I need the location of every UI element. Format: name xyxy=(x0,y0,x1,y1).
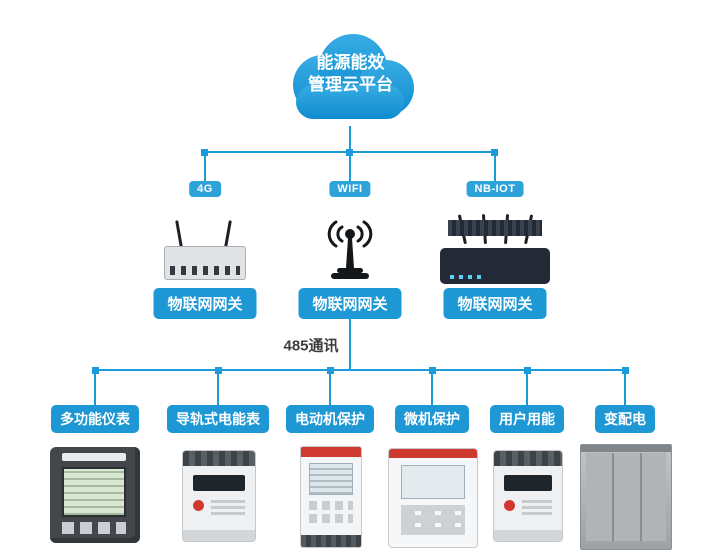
cloud-title: 能源能效 管理云平台 xyxy=(278,52,423,96)
device-label-multifunction-meter: 多功能仪表 xyxy=(51,405,139,433)
junction-node xyxy=(346,149,353,156)
multifunction-meter-image xyxy=(50,447,140,543)
din-rail-meter-image xyxy=(182,450,256,542)
junction-node xyxy=(622,367,629,374)
meter-lcd xyxy=(62,467,126,517)
label-lines xyxy=(522,500,552,515)
label-lines xyxy=(211,500,245,515)
nb-iot-gateway-image xyxy=(438,213,552,284)
terminal-strip xyxy=(301,535,361,547)
cloud-title-line2: 管理云平台 xyxy=(308,75,393,94)
cloud-shape xyxy=(293,34,414,119)
red-button xyxy=(504,500,515,511)
router-fins xyxy=(448,220,542,236)
junction-node xyxy=(327,367,334,374)
device-label-din-rail-meter: 导轨式电能表 xyxy=(167,405,269,433)
bus-protocol-label: 485通讯 xyxy=(283,337,339,355)
junction-node xyxy=(524,367,531,374)
wifi-antenna-icon xyxy=(315,216,385,284)
meter-brand-strip xyxy=(62,453,126,461)
device-bus-line xyxy=(94,369,626,371)
device-lcd xyxy=(401,465,465,499)
din-clip xyxy=(494,530,562,541)
device-label-user-energy: 用户用能 xyxy=(490,405,564,433)
drop-line-4g xyxy=(204,153,206,196)
din-clip xyxy=(183,530,255,541)
cabinet-top-band xyxy=(581,445,671,452)
gateway-label-3: 物联网网关 xyxy=(443,288,547,319)
link-pill-nbiot: NB-IOT xyxy=(466,181,524,197)
router-leds xyxy=(450,275,482,279)
device-drop-line xyxy=(217,371,219,405)
brand-stripe xyxy=(301,447,361,457)
microcomputer-protection-image xyxy=(388,448,478,548)
junction-node xyxy=(491,149,498,156)
device-drop-line xyxy=(624,371,626,405)
gateway-label-1: 物联网网关 xyxy=(153,288,257,319)
link-pill-wifi: WIFI xyxy=(329,181,371,197)
red-button xyxy=(193,500,204,511)
brand-stripe xyxy=(389,449,477,458)
terminal-strip xyxy=(494,451,562,466)
device-label-power-distribution: 变配电 xyxy=(595,405,655,433)
gateway-to-bus-line xyxy=(349,317,351,371)
link-pill-4g: 4G xyxy=(189,181,221,197)
junction-node xyxy=(92,367,99,374)
cloud-title-line1: 能源能效 xyxy=(316,53,385,72)
meter-buttons xyxy=(62,522,126,534)
device-label-microcomputer-protection: 微机保护 xyxy=(395,405,469,433)
meter-lcd xyxy=(504,475,552,491)
cabinet-doors xyxy=(586,453,666,541)
keypad-grid xyxy=(401,505,465,535)
device-lcd xyxy=(309,463,353,495)
power-distribution-cabinet-image xyxy=(580,444,672,550)
user-energy-meter-image xyxy=(493,450,563,542)
antenna-glyph xyxy=(327,220,373,279)
device-drop-line xyxy=(329,371,331,405)
junction-node xyxy=(429,367,436,374)
4g-gateway-image xyxy=(160,220,250,284)
device-drop-line xyxy=(431,371,433,405)
device-drop-line xyxy=(526,371,528,405)
cloud-icon xyxy=(278,30,423,130)
device-drop-line xyxy=(94,371,96,405)
antenna-icon xyxy=(224,220,232,249)
keypad-row xyxy=(309,514,353,523)
device-label-motor-protection: 电动机保护 xyxy=(286,405,374,433)
gateway-label-2: 物联网网关 xyxy=(298,288,402,319)
meter-lcd xyxy=(193,475,245,491)
terminal-strip xyxy=(183,451,255,466)
router-ports xyxy=(170,266,240,275)
junction-node xyxy=(201,149,208,156)
keypad-row xyxy=(309,501,353,510)
drop-line-nbiot xyxy=(494,153,496,196)
drop-line-wifi xyxy=(349,153,351,196)
junction-node xyxy=(215,367,222,374)
antenna-icon xyxy=(175,220,183,249)
motor-protection-image xyxy=(300,446,362,548)
trunk-line xyxy=(349,126,351,153)
